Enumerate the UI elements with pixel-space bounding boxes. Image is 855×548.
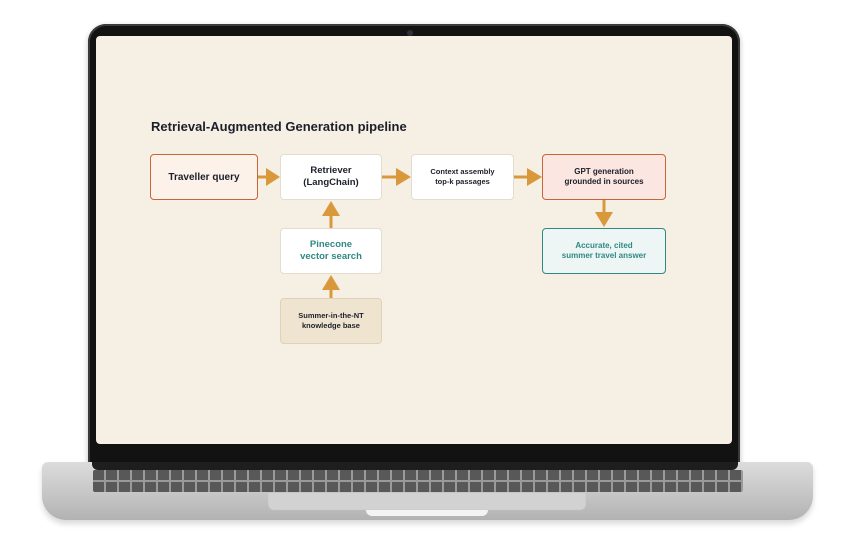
node-retriever: Retriever (LangChain)	[280, 154, 382, 200]
node-retriever-label: Retriever	[310, 164, 352, 176]
camera-icon	[407, 30, 413, 36]
arrow-retriever-to-context	[382, 168, 411, 186]
diagram-arrows	[258, 168, 613, 298]
arrow-kb-to-pinecone	[322, 275, 340, 298]
node-traveller-query-label: Traveller query	[168, 171, 240, 183]
laptop-hinge	[92, 462, 738, 470]
node-gpt-generation-sublabel: grounded in sources	[564, 177, 644, 186]
node-knowledge-base-sublabel: knowledge base	[302, 321, 360, 330]
front-notch	[366, 510, 488, 516]
node-traveller-query: Traveller query	[150, 154, 258, 200]
laptop-screen: Retrieval-Augmented Generation pipeline	[96, 36, 732, 444]
node-pinecone-label: Pinecone	[309, 238, 353, 250]
diagram-title: Retrieval-Augmented Generation pipeline	[151, 119, 407, 134]
arrow-gpt-to-answer	[595, 200, 613, 227]
node-context-assembly: Context assembly top-k passages	[411, 154, 514, 200]
node-gpt-generation: GPT generation grounded in sources	[542, 154, 666, 200]
node-pinecone-sublabel: vector search	[300, 251, 362, 262]
node-pinecone: Pinecone vector search	[280, 228, 382, 274]
keyboard	[93, 470, 743, 492]
node-knowledge-base-label: Summer-in-the-NT	[298, 311, 364, 321]
arrow-pinecone-to-retriever	[322, 201, 340, 228]
node-context-assembly-label: Context assembly	[430, 167, 495, 177]
trackpad	[268, 493, 586, 511]
node-gpt-generation-label: GPT generation	[574, 166, 634, 176]
node-context-assembly-sublabel: top-k passages	[435, 177, 490, 186]
node-answer-sublabel: summer travel answer	[561, 251, 647, 260]
node-answer: Accurate, cited summer travel answer	[542, 228, 666, 274]
arrow-context-to-gpt	[514, 168, 542, 186]
node-retriever-sublabel: (LangChain)	[303, 177, 359, 188]
node-answer-label: Accurate, cited	[575, 240, 633, 250]
node-knowledge-base: Summer-in-the-NT knowledge base	[280, 298, 382, 344]
arrow-query-to-retriever	[258, 168, 280, 186]
